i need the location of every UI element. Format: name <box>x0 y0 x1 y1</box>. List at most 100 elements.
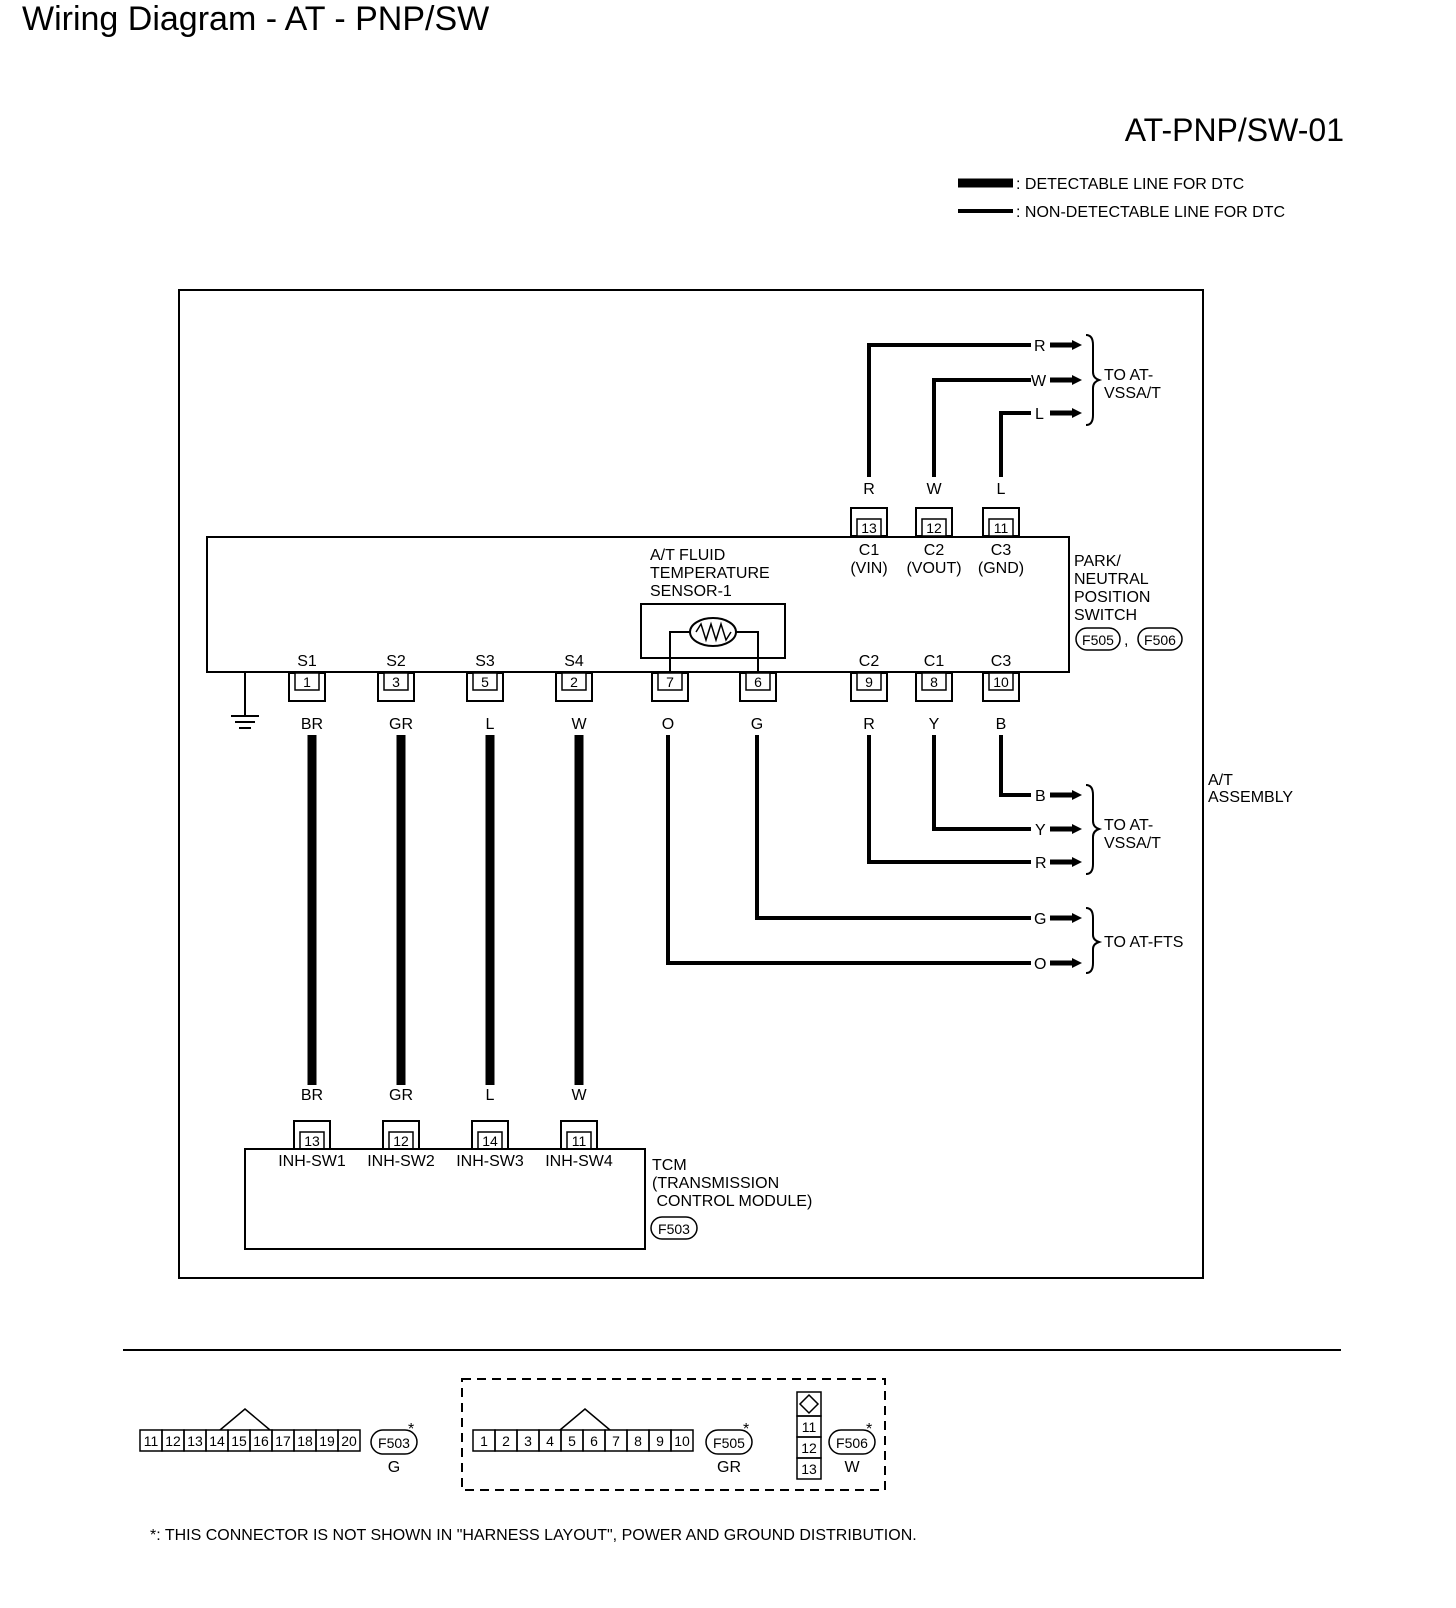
tcm-box <box>244 1148 646 1250</box>
f505-cell-label-2: 2 <box>502 1433 510 1449</box>
wire-color-b: B <box>996 716 1007 733</box>
connector-view-f506-star: * <box>866 1421 872 1438</box>
f503-cell-label-12: 12 <box>165 1433 181 1449</box>
f503-cell-label-19: 19 <box>319 1433 335 1449</box>
pnp-pin-8: 8 <box>930 674 938 690</box>
pnp-pin-10: 10 <box>993 674 1009 690</box>
pnp-pin-5: 5 <box>481 674 489 690</box>
connector-badge-f505-label: F505 <box>1082 632 1114 648</box>
pnp-top-pin-name-c2: C2 <box>924 542 945 559</box>
f505-cell-label-7: 7 <box>612 1433 620 1449</box>
diagram-id: AT-PNP/SW-01 <box>1124 112 1344 148</box>
dashed-connector-group <box>461 1378 886 1491</box>
pnp-pin-9: 9 <box>865 674 873 690</box>
pnp-pin-name-s1: S1 <box>297 653 317 670</box>
legend-detectable-label: : DETECTABLE LINE FOR DTC <box>1016 176 1244 193</box>
f503-cell-label-20: 20 <box>341 1433 357 1449</box>
wire-color-r: R <box>863 716 875 733</box>
pnp-pin-name-c3: C3 <box>991 653 1012 670</box>
connector-badge-f506 <box>1137 627 1183 651</box>
f505-cell-label-10: 10 <box>674 1433 690 1449</box>
dest-wire-b-mid: B <box>1035 788 1046 805</box>
pnp-top-pin-13: 13 <box>850 507 888 537</box>
sensor-label-3: SENSOR-1 <box>650 583 732 600</box>
wire-color-br: BR <box>301 716 323 733</box>
wire-g-fts <box>755 735 1031 920</box>
connector-view-f505-star: * <box>743 1421 749 1438</box>
footnote: *: THIS CONNECTOR IS NOT SHOWN IN "HARNE… <box>150 1527 917 1544</box>
f503-cell-20 <box>337 1429 361 1452</box>
pnp-top-pin-sub-vout: (VOUT) <box>906 560 961 577</box>
tcm-pin-name-inh-sw1: INH-SW1 <box>278 1153 346 1170</box>
pnp-switch-label-4: SWITCH <box>1074 607 1137 624</box>
tcm-pin-14: 14 <box>482 1133 498 1149</box>
pnp-pin-name-c2: C2 <box>859 653 880 670</box>
dest-wire-w-top: W <box>1031 373 1047 390</box>
pnp-switch-label-3: POSITION <box>1074 589 1150 606</box>
tcm-pin-name-inh-sw4: INH-SW4 <box>545 1153 613 1170</box>
dest-top-label-2: VSSA/T <box>1104 385 1161 402</box>
svg-text:11: 11 <box>994 520 1009 536</box>
pnp-bottom-pin-windows <box>294 672 1014 691</box>
connector-badge-separator: , <box>1124 632 1128 649</box>
thermistor-resistor-zigzag <box>695 621 732 643</box>
f506-cell-label-13: 13 <box>801 1461 817 1477</box>
f503-cell-label-15: 15 <box>231 1433 247 1449</box>
brace-fts <box>1085 907 1103 974</box>
wire-color-l-top: L <box>997 481 1006 498</box>
dest-wire-y-mid: Y <box>1035 822 1046 839</box>
tcm-pin-12: 12 <box>393 1133 409 1149</box>
pnp-top-pin-12: 12 <box>915 507 953 537</box>
connector-badge-f503 <box>650 1216 698 1240</box>
pnp-pin-7: 7 <box>666 674 674 690</box>
pnp-switch-label-2: NEUTRAL <box>1074 571 1149 588</box>
dest-wire-o-fts: O <box>1034 956 1046 973</box>
tcm-pin-windows <box>299 1131 592 1150</box>
wire-l-top <box>999 411 1031 477</box>
f503-cell-label-14: 14 <box>209 1433 225 1449</box>
dest-wire-g-fts: G <box>1034 911 1046 928</box>
tcm-pin-name-inh-sw3: INH-SW3 <box>456 1153 524 1170</box>
tcm-pin-11: 11 <box>572 1133 587 1149</box>
svg-text:12: 12 <box>926 520 942 536</box>
dest-wire-r-top: R <box>1034 338 1046 355</box>
tcm-pins <box>293 1120 598 1150</box>
wire-color-g: G <box>751 716 763 733</box>
sensor-label-1: A/T FLUID <box>650 547 725 564</box>
pnp-pin-6: 6 <box>754 674 762 690</box>
sensor-label-2: TEMPERATURE <box>650 565 770 582</box>
connector-view-f503-color: G <box>388 1459 400 1476</box>
connector-view-f505-color: GR <box>717 1459 741 1476</box>
f505-cell-label-1: 1 <box>480 1433 488 1449</box>
wire-w-top <box>932 378 1031 477</box>
legend: : DETECTABLE LINE FOR DTC : NON-DETECTAB… <box>958 176 1285 221</box>
tcm-wire-color-br: BR <box>301 1087 323 1104</box>
f503-cell-label-18: 18 <box>297 1433 313 1449</box>
f505-cell-label-4: 4 <box>546 1433 554 1449</box>
wire-color-o: O <box>662 716 674 733</box>
connector-view-f503-id: F503 <box>378 1435 410 1451</box>
pnp-top-pin-11: 11 <box>982 507 1020 537</box>
f506-cell-label-12: 12 <box>801 1440 817 1456</box>
tcm-wire-color-l: L <box>486 1087 495 1104</box>
wire-color-w-top: W <box>926 481 942 498</box>
dest-fts-label: TO AT-FTS <box>1104 934 1183 951</box>
tcm-pin-name-inh-sw2: INH-SW2 <box>367 1153 435 1170</box>
wire-r-mid <box>867 735 1031 864</box>
f503-cell-label-16: 16 <box>253 1433 269 1449</box>
connector-view-f506-color: W <box>844 1459 860 1476</box>
tcm-pin-13: 13 <box>304 1133 320 1149</box>
pnp-pin-name-s3: S3 <box>475 653 495 670</box>
pnp-top-pin-name-c3: C3 <box>991 542 1012 559</box>
connector-view-f503-star: * <box>408 1421 414 1438</box>
pnp-pin-name-s2: S2 <box>386 653 406 670</box>
pnp-top-pin-name-c1: C1 <box>859 542 880 559</box>
brace-top <box>1085 334 1103 426</box>
f503-cell-label-11: 11 <box>144 1433 159 1449</box>
svg-text:13: 13 <box>861 520 877 536</box>
wire-r-top <box>867 343 1031 477</box>
